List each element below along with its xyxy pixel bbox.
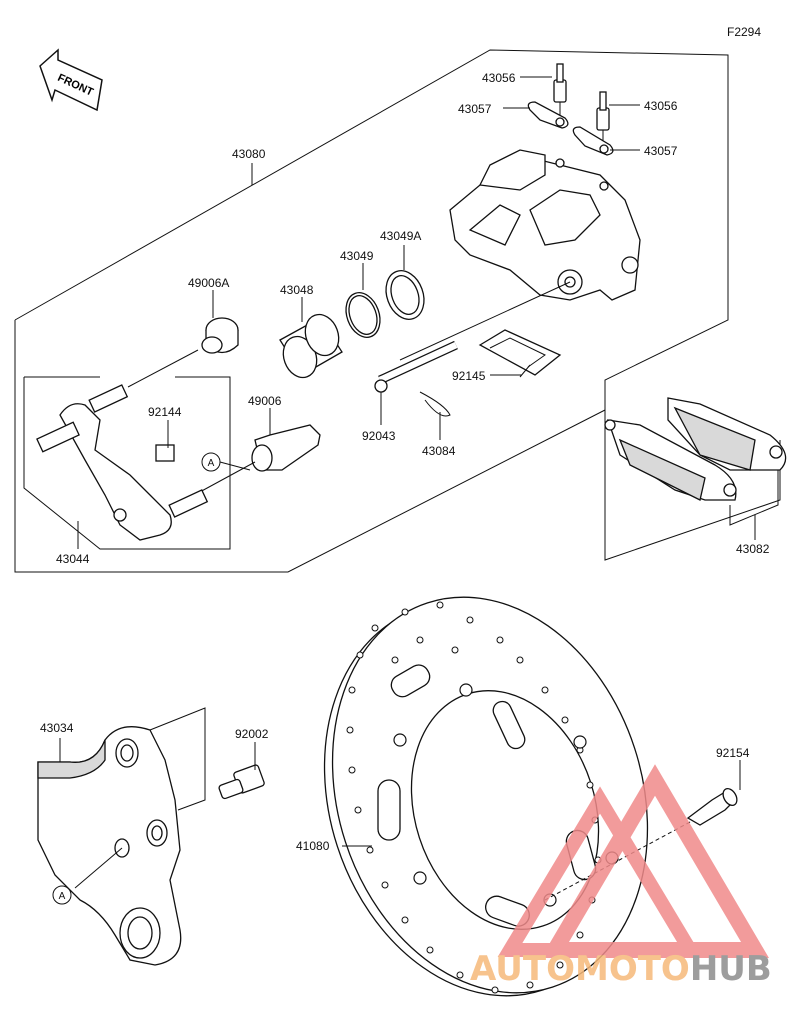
label-43034: 43034 [40,721,74,735]
bleed-valve-2 [596,91,610,150]
label-43049: 43049 [340,249,374,263]
bleed-valve-1 [553,63,567,125]
callout-a-bottom-label: A [59,891,66,902]
pad-spring-92145 [478,329,562,378]
bracket-bolt-92002 [218,742,265,800]
piston-43048 [279,313,343,379]
label-43049A: 43049A [380,229,421,243]
label-41080: 41080 [296,839,330,853]
label-43056-b: 43056 [644,99,678,113]
caliper-bracket-43044 [36,384,209,541]
brake-pad-set-43082 [604,397,787,540]
bracket-43034 [37,707,206,966]
bracket-frame [23,376,231,550]
pad-pin-92043 [374,340,458,425]
boot-49006A [127,317,239,388]
label-43082: 43082 [736,542,770,556]
bleed-cap-1 [527,101,569,129]
watermark-triangle-inner [497,786,703,957]
label-43048: 43048 [280,283,314,297]
label-92154: 92154 [716,746,750,760]
label-43044: 43044 [56,552,90,566]
label-92144: 92144 [148,405,182,419]
label-43057-a: 43057 [458,102,492,116]
watermark-text: AUTOMOTOHUB [470,949,772,989]
figure-code: F2294 [727,25,761,39]
label-43080: 43080 [232,147,266,161]
label-49006: 49006 [248,394,282,408]
callout-a-bottom: A [52,885,72,905]
disc-bolt-92154 [544,760,741,901]
clip-43084 [419,391,451,440]
label-92002: 92002 [235,727,269,741]
bleed-cap-2 [572,126,614,156]
brake-disc-41080 [323,596,649,997]
automotohub-watermark-logo: AUTOMOTOHUB [470,764,772,989]
callout-a-top-label: A [208,458,215,469]
front-arrow-icon: FRONT [39,48,103,112]
label-43056-a: 43056 [482,71,516,85]
callout-a-top: A [201,452,221,472]
seal-43049 [345,292,381,338]
label-49006A: 49006A [188,276,229,290]
label-92043: 92043 [362,429,396,443]
label-43084: 43084 [422,444,456,458]
leader-lines [74,76,640,889]
boot-49006 [197,424,321,494]
seal-43049A [385,270,425,320]
label-92145: 92145 [452,369,486,383]
caliper-assembly-frame [14,49,781,573]
caliper-body [399,149,641,361]
label-43057-b: 43057 [644,144,678,158]
